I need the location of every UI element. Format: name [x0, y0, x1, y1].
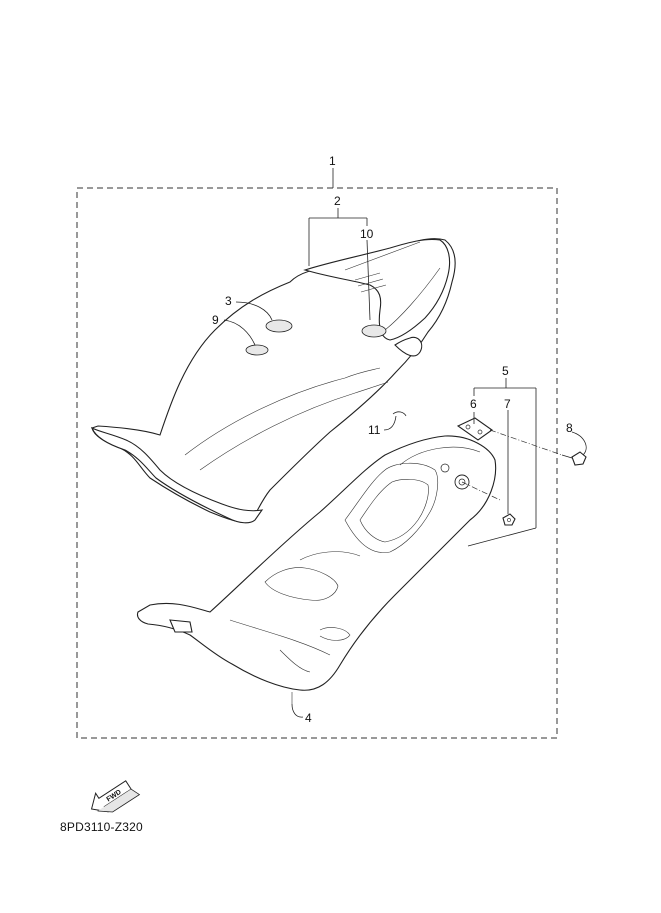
- assembly-boundary-box: [76, 187, 558, 739]
- fwd-arrow-icon: FWD: [90, 780, 141, 813]
- callout-6: 6: [470, 397, 477, 411]
- bracket-6: [456, 417, 493, 441]
- drawing-code: 8PD3110-Z320: [60, 820, 143, 834]
- clip-11: [392, 411, 407, 417]
- leader-lines: [223, 168, 587, 718]
- emblem-patch-3: [265, 319, 293, 333]
- callout-1: 1: [329, 154, 336, 168]
- callout-5: 5: [502, 364, 509, 378]
- callout-4: 4: [305, 711, 312, 725]
- emblem-patch-9: [245, 344, 269, 356]
- seat-drawing: [90, 238, 456, 524]
- storage-tray-drawing: [136, 435, 497, 691]
- emblem-patch-10: [361, 324, 387, 338]
- callout-10: 10: [360, 227, 374, 241]
- callout-7: 7: [504, 397, 511, 411]
- callout-8: 8: [566, 421, 573, 435]
- bolt-8: [561, 451, 587, 466]
- callout-11: 11: [368, 423, 381, 437]
- callout-9: 9: [212, 313, 219, 327]
- nut-7: [502, 513, 516, 526]
- callout-2: 2: [334, 194, 341, 208]
- callout-3: 3: [225, 294, 232, 308]
